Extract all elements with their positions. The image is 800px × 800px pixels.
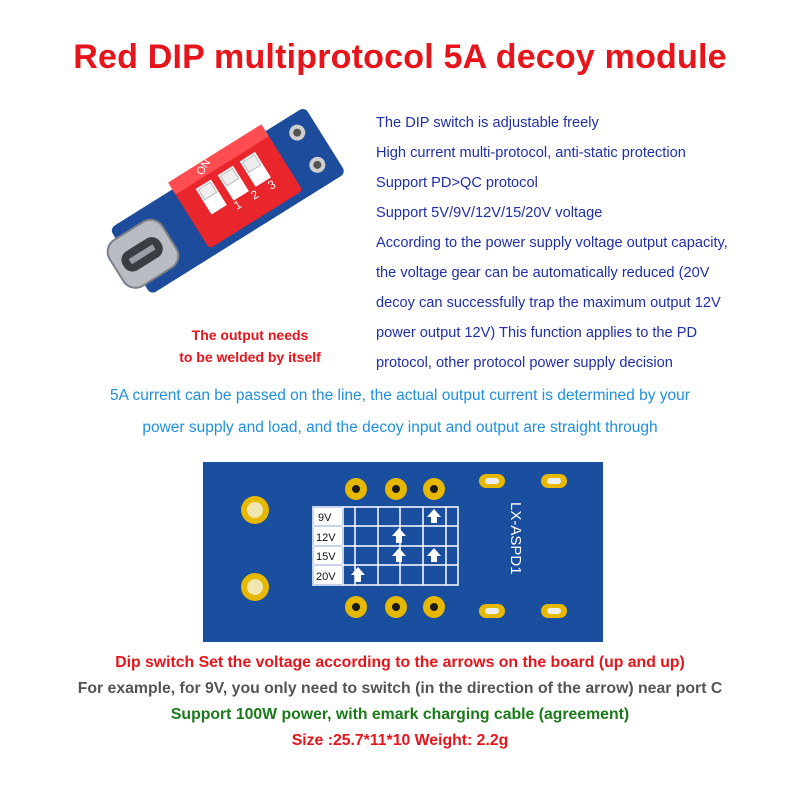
- weld-note-line: to be welded by itself: [179, 349, 321, 365]
- current-note-line: power supply and load, and the decoy inp…: [142, 419, 658, 436]
- row-label-20v: 20V: [316, 571, 336, 583]
- feature-item: Support PD>QC protocol: [376, 175, 538, 191]
- feature-item: power output 12V) This function applies …: [376, 325, 697, 341]
- current-note: 5A current can be passed on the line, th…: [0, 380, 800, 444]
- size-weight: Size :25.7*11*10 Weight: 2.2g: [291, 732, 509, 749]
- current-note-line: 5A current can be passed on the line, th…: [110, 387, 690, 404]
- example-instruction: For example, for 9V, you only need to sw…: [77, 680, 723, 697]
- arrow-icon: [351, 509, 441, 582]
- row-label-12v: 12V: [316, 532, 336, 544]
- module-photo: ON 1 2 3: [106, 109, 344, 293]
- board-label: LX-ASPD1: [507, 502, 524, 575]
- feature-item: decoy can successfully trap the maximum …: [376, 295, 721, 311]
- feature-item: the voltage gear can be automatically re…: [376, 265, 710, 281]
- dip-instruction: Dip switch Set the voltage according to …: [115, 654, 685, 671]
- row-label-9v: 9V: [318, 512, 332, 524]
- weld-note: The output needs to be welded by itself: [150, 324, 350, 368]
- feature-item: protocol, other protocol power supply de…: [376, 355, 673, 371]
- board-closeup: 9V 12V 15V 20V LX-ASPD1: [203, 462, 603, 642]
- row-label-15v: 15V: [316, 551, 336, 563]
- page-title: Red DIP multiprotocol 5A decoy module: [73, 38, 727, 76]
- feature-list: The DIP switch is adjustable freely High…: [376, 108, 796, 378]
- weld-note-line: The output needs: [191, 327, 309, 343]
- feature-item: The DIP switch is adjustable freely: [376, 115, 599, 131]
- power-note: Support 100W power, with emark charging …: [170, 706, 630, 723]
- bottom-notes: Dip switch Set the voltage according to …: [0, 650, 800, 754]
- feature-item: Support 5V/9V/12V/15/20V voltage: [376, 205, 603, 221]
- feature-item: According to the power supply voltage ou…: [376, 235, 728, 251]
- feature-item: High current multi-protocol, anti-static…: [376, 145, 686, 161]
